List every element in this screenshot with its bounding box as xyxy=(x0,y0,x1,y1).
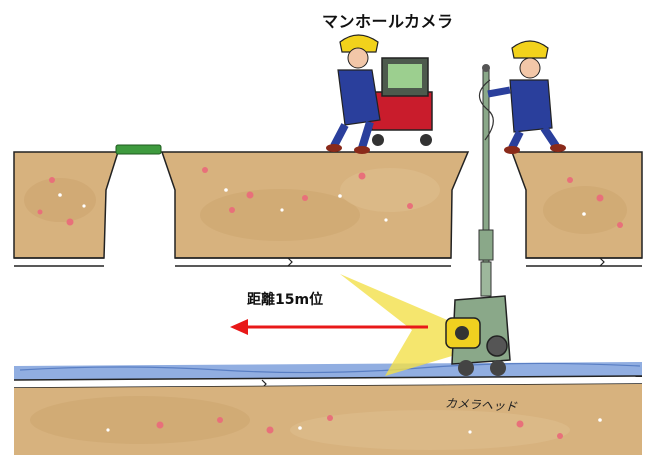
distance-label: 距離15m位 xyxy=(247,292,324,308)
monitor-cart-icon xyxy=(361,57,433,146)
water-flow xyxy=(14,362,642,380)
camera-pole xyxy=(478,64,494,297)
camera-head-icon xyxy=(445,295,511,376)
lower-ground xyxy=(13,375,643,455)
worker-icon xyxy=(487,40,566,154)
worker-icon xyxy=(326,34,381,154)
illustration-title: マンホールカメラ xyxy=(322,12,454,31)
manhole-cover-icon xyxy=(115,144,162,155)
camera-light-beam xyxy=(340,274,452,376)
soil-pebbles xyxy=(37,167,623,439)
distance-arrow xyxy=(230,319,428,335)
sewer-pipe xyxy=(14,257,642,267)
upper-ground xyxy=(13,151,643,259)
